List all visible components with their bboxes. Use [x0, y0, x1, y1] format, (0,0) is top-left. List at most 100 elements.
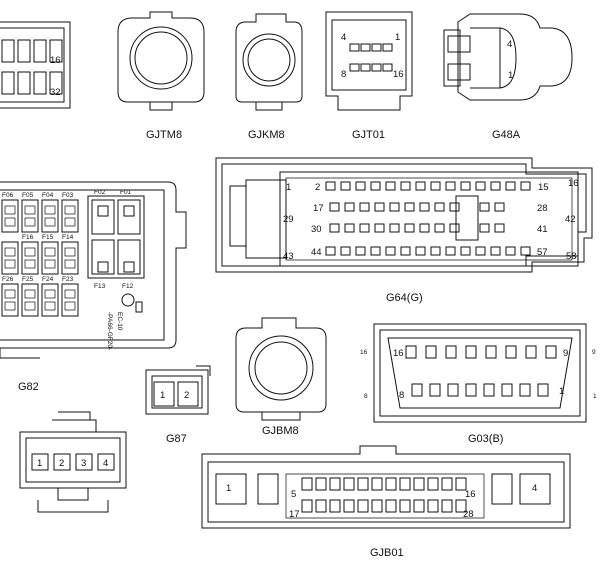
pin-cavity — [449, 223, 460, 233]
fuse-slot — [1, 241, 19, 275]
fuse-label: F04 — [42, 192, 54, 199]
pin-label-42: 42 — [565, 214, 576, 225]
pin-label-4: 4 — [532, 483, 537, 494]
side-label-9: 9 — [592, 349, 596, 356]
pin-cavity — [382, 63, 393, 72]
pin-cavity — [429, 383, 441, 397]
connector-label-g87: G87 — [166, 433, 187, 445]
fuse-terminal — [64, 205, 76, 215]
fuse-terminal — [4, 205, 16, 215]
pin-label-1: 1 — [559, 386, 564, 397]
fuse-label: F05 — [22, 192, 34, 199]
fuse-slot — [61, 283, 79, 317]
pin-cavity — [455, 499, 467, 513]
pin-cavity — [455, 477, 467, 491]
pin-label-28: 28 — [463, 509, 474, 520]
fuse-terminal — [4, 247, 16, 257]
fuse-terminal — [24, 247, 36, 257]
pin-cavity — [325, 246, 336, 256]
pin-cavity — [343, 499, 355, 513]
fuse-label: F16 — [22, 234, 34, 241]
side-label-1: 1 — [593, 393, 597, 400]
pin-label-57: 57 — [537, 247, 548, 258]
pin-cavity — [371, 477, 383, 491]
pin-cavity — [385, 246, 396, 256]
fuse-label: F25 — [22, 276, 34, 283]
pin-cavity — [501, 383, 513, 397]
connector-label-gjkm8: GJKM8 — [248, 129, 285, 141]
fuse-terminal — [44, 289, 56, 299]
fuse-slot — [61, 241, 79, 275]
pin-cavity — [415, 181, 426, 191]
fuse-terminal — [64, 217, 76, 227]
pin-label-30: 30 — [311, 224, 322, 235]
fuse-slot — [21, 199, 39, 233]
pin-cavity — [505, 246, 516, 256]
pin-cavity — [460, 181, 471, 191]
pin-cavity — [343, 477, 355, 491]
pin-cavity — [430, 246, 441, 256]
pin-cavity — [382, 43, 393, 52]
pin-cavity — [389, 202, 400, 212]
pin-label-1: 1 — [160, 390, 165, 401]
pin-cavity — [447, 383, 459, 397]
pin-cavity — [33, 39, 47, 63]
fuse-terminal — [64, 289, 76, 299]
pin-cavity — [349, 63, 360, 72]
fuse-slot — [1, 283, 19, 317]
pin-cavity — [371, 63, 382, 72]
pin-cavity — [370, 246, 381, 256]
pin-cavity — [17, 39, 31, 63]
pin-cavity — [357, 499, 369, 513]
pin-label-15: 15 — [538, 182, 549, 193]
pin-cavity — [340, 181, 351, 191]
pin-cavity — [359, 202, 370, 212]
pin-label-16: 16 — [465, 489, 476, 500]
connector-label-gjb01: GJB01 — [370, 547, 404, 559]
fuse-slot — [61, 199, 79, 233]
pin-cavity — [404, 223, 415, 233]
fuse-label: F23 — [62, 276, 74, 283]
fuse-terminal — [24, 289, 36, 299]
pin-cavity — [359, 223, 370, 233]
fuse-terminal — [44, 301, 56, 311]
pin-cavity — [465, 345, 477, 359]
pin-label-16: 16 — [393, 348, 404, 359]
pin-cavity — [445, 345, 457, 359]
pin-cavity — [485, 345, 497, 359]
ec-code: EC-10 — [116, 312, 123, 331]
pin-cavity — [389, 223, 400, 233]
fuse-terminal — [4, 259, 16, 269]
pin-cavity — [441, 499, 453, 513]
pin-cavity — [479, 202, 490, 212]
pin-label-9: 9 — [563, 348, 568, 359]
fuse-label: F15 — [42, 234, 54, 241]
pin-label-8: 8 — [341, 69, 346, 80]
pin-cavity — [413, 499, 425, 513]
pin-label-28: 28 — [537, 203, 548, 214]
fuse-terminal — [64, 301, 76, 311]
pin-cavity — [465, 383, 477, 397]
pin-cavity — [301, 499, 313, 513]
pin-label-3: 3 — [81, 458, 86, 469]
pin-cavity — [325, 181, 336, 191]
fuse-terminal — [64, 247, 76, 257]
pin-cavity — [357, 477, 369, 491]
fuse-slot — [1, 199, 19, 233]
fuse-terminal — [24, 301, 36, 311]
side-label-16: 16 — [360, 349, 368, 356]
pin-cavity — [370, 181, 381, 191]
relay-label-f12: F12 — [122, 283, 134, 290]
pin-cavity — [434, 202, 445, 212]
pin-cavity — [315, 477, 327, 491]
pin-label-44: 44 — [311, 247, 322, 258]
pin-cavity — [483, 383, 495, 397]
pin-label-1: 1 — [508, 70, 513, 81]
pin-cavity — [374, 202, 385, 212]
pin-cavity — [355, 181, 366, 191]
pin-cavity — [340, 246, 351, 256]
pin-cavity — [371, 43, 382, 52]
fuse-terminal — [44, 259, 56, 269]
connector-bottom-left: 1 2 3 4 — [19, 411, 127, 513]
